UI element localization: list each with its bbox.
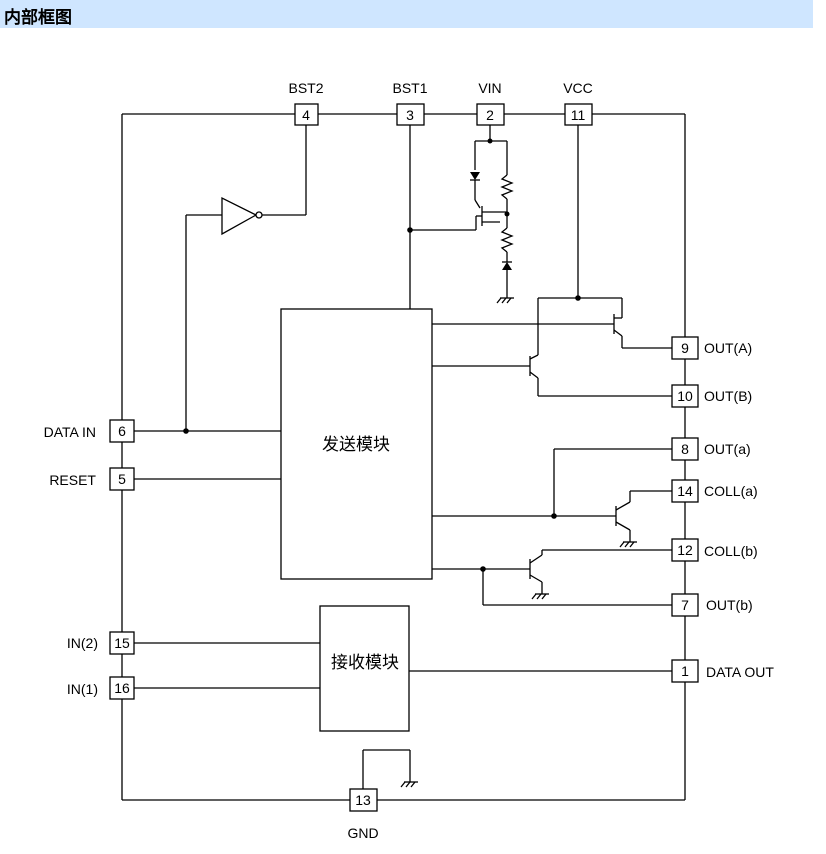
svg-text:OUT(b): OUT(b) (706, 597, 753, 613)
bst1-path (407, 125, 476, 309)
pin-9: 9 OUT(A) (671, 336, 752, 360)
svg-text:14: 14 (677, 483, 693, 499)
bst2-inverter-path (183, 125, 307, 434)
svg-text:BST1: BST1 (392, 80, 427, 96)
svg-text:IN(1): IN(1) (67, 681, 98, 697)
pin-2: 2 VIN (476, 80, 505, 126)
pin-5: 5 RESET (49, 467, 135, 491)
pin-7: 7 OUT(b) (671, 593, 753, 617)
svg-text:7: 7 (681, 597, 689, 613)
svg-text:DATA OUT: DATA OUT (706, 664, 774, 680)
svg-text:IN(2): IN(2) (67, 635, 98, 651)
pin-14: 14 COLL(a) (671, 479, 758, 503)
svg-text:6: 6 (118, 423, 126, 439)
page-title: 内部框图 (4, 8, 72, 28)
pin-6: 6 DATA IN (44, 419, 135, 443)
input-lines (134, 430, 672, 689)
svg-text:12: 12 (677, 542, 693, 558)
pin-11: 11 VCC (563, 80, 593, 126)
pin-15: 15 IN(2) (67, 631, 135, 655)
svg-text:5: 5 (118, 471, 126, 487)
svg-text:16: 16 (114, 680, 130, 696)
svg-text:RESET: RESET (49, 472, 96, 488)
svg-text:VIN: VIN (478, 80, 501, 96)
transmit-block: 发送模块 (280, 308, 433, 580)
svg-text:9: 9 (681, 340, 689, 356)
pin-1: 1 DATA OUT (671, 659, 774, 683)
svg-text:1: 1 (681, 663, 689, 679)
pin-13: 13 GND (347, 788, 379, 841)
svg-text:4: 4 (302, 107, 310, 123)
pin-4: 4 BST2 (288, 80, 324, 126)
svg-text:GND: GND (347, 825, 378, 841)
svg-text:11: 11 (571, 107, 586, 123)
svg-text:8: 8 (681, 441, 689, 457)
svg-text:COLL(a): COLL(a) (704, 483, 758, 499)
svg-text:15: 15 (114, 635, 130, 651)
receive-block: 接收模块 (319, 605, 410, 732)
vin-regulator-circuit (470, 125, 514, 304)
svg-text:3: 3 (406, 107, 414, 123)
pin-10: 10 OUT(B) (671, 384, 752, 408)
lower-output-stage (432, 448, 672, 606)
pin-8: 8 OUT(a) (671, 437, 751, 461)
svg-text:OUT(A): OUT(A) (704, 340, 752, 356)
pin-12: 12 COLL(b) (671, 538, 758, 562)
svg-text:BST2: BST2 (288, 80, 323, 96)
svg-text:OUT(a): OUT(a) (704, 441, 751, 457)
vcc-output-stage (432, 125, 672, 397)
receive-block-label: 接收模块 (331, 653, 399, 673)
svg-text:COLL(b): COLL(b) (704, 543, 758, 559)
inverter-icon (221, 196, 258, 236)
svg-text:DATA IN: DATA IN (44, 424, 96, 440)
header-bar: 内部框图 (0, 0, 813, 28)
svg-text:OUT(B): OUT(B) (704, 388, 752, 404)
svg-text:VCC: VCC (563, 80, 593, 96)
svg-text:2: 2 (486, 107, 494, 123)
pin-3: 3 BST1 (392, 80, 428, 126)
gnd-path (362, 749, 418, 789)
svg-text:13: 13 (355, 792, 371, 808)
svg-text:10: 10 (677, 388, 693, 404)
pin-16: 16 IN(1) (67, 676, 135, 700)
transmit-block-label: 发送模块 (322, 435, 390, 455)
